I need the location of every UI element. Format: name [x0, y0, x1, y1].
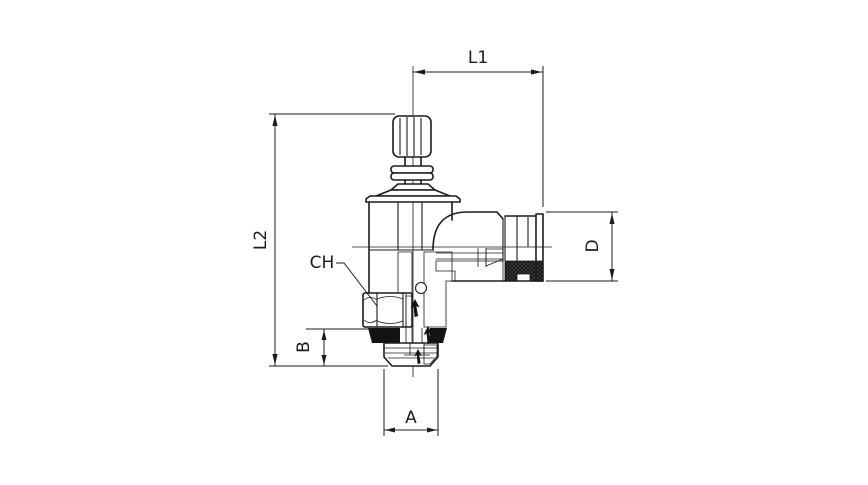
release-collar-lines — [504, 216, 529, 261]
a-arrow-left — [385, 427, 395, 433]
skirt-cone-upper — [390, 183, 436, 191]
outlet-bore-lines — [436, 252, 503, 260]
l2-label: L2 — [251, 230, 271, 250]
adjustment-knob — [390, 115, 434, 185]
body-face-edges — [397, 202, 423, 250]
skirt-cone-lower — [375, 189, 451, 197]
l2-arrow-bottom — [272, 354, 278, 365]
l1-arrow-left — [414, 69, 425, 75]
knob-body — [392, 115, 432, 158]
hex-nut — [362, 292, 413, 328]
dimension-b: B — [294, 328, 372, 366]
a-label: A — [405, 408, 417, 428]
l1-arrow-right — [531, 69, 542, 75]
l2-arrow-top — [272, 115, 278, 126]
seal-washer-right — [430, 328, 447, 343]
ch-label: CH — [310, 253, 335, 273]
collet-slot-lines — [477, 248, 487, 267]
elbow-arc — [432, 211, 504, 251]
knob-skirt — [365, 183, 461, 203]
b-arrow-bottom — [321, 355, 327, 365]
lock-nut-ring-1 — [390, 165, 434, 174]
label-ch: CH — [310, 253, 378, 307]
threaded-stud — [383, 342, 439, 367]
body-flange — [365, 195, 461, 203]
b-arrow-top — [321, 330, 327, 340]
seal-washer — [368, 328, 447, 343]
valve-body — [368, 201, 453, 294]
d-arrow-bottom — [609, 269, 615, 280]
collar-end-cap — [535, 213, 544, 282]
dimension-l1: L1 — [413, 48, 544, 207]
l1-label: L1 — [468, 48, 488, 68]
d-arrow-top — [609, 213, 615, 224]
end-cap-outline — [535, 213, 544, 282]
seal-washer-left — [368, 328, 400, 343]
needle-seat-circle — [414, 281, 428, 295]
elbow-outlet — [432, 211, 544, 282]
thread-section-hatch — [423, 344, 438, 365]
thread-crest-lines — [385, 347, 437, 359]
dimension-a: A — [383, 369, 439, 436]
ch-leader-line — [336, 262, 378, 307]
knurl-lines — [399, 117, 422, 156]
lock-nut-ring-2 — [390, 172, 434, 181]
a-arrow-right — [427, 427, 437, 433]
thread-outline — [383, 342, 439, 367]
dimension-l2: L2 — [251, 113, 395, 367]
dimension-d: D — [546, 211, 618, 282]
hatch-right-wall — [423, 251, 453, 328]
knob-stem — [404, 156, 422, 167]
d-label: D — [583, 239, 603, 252]
b-label: B — [294, 341, 314, 353]
hex-chamfer-arcs — [363, 296, 404, 324]
